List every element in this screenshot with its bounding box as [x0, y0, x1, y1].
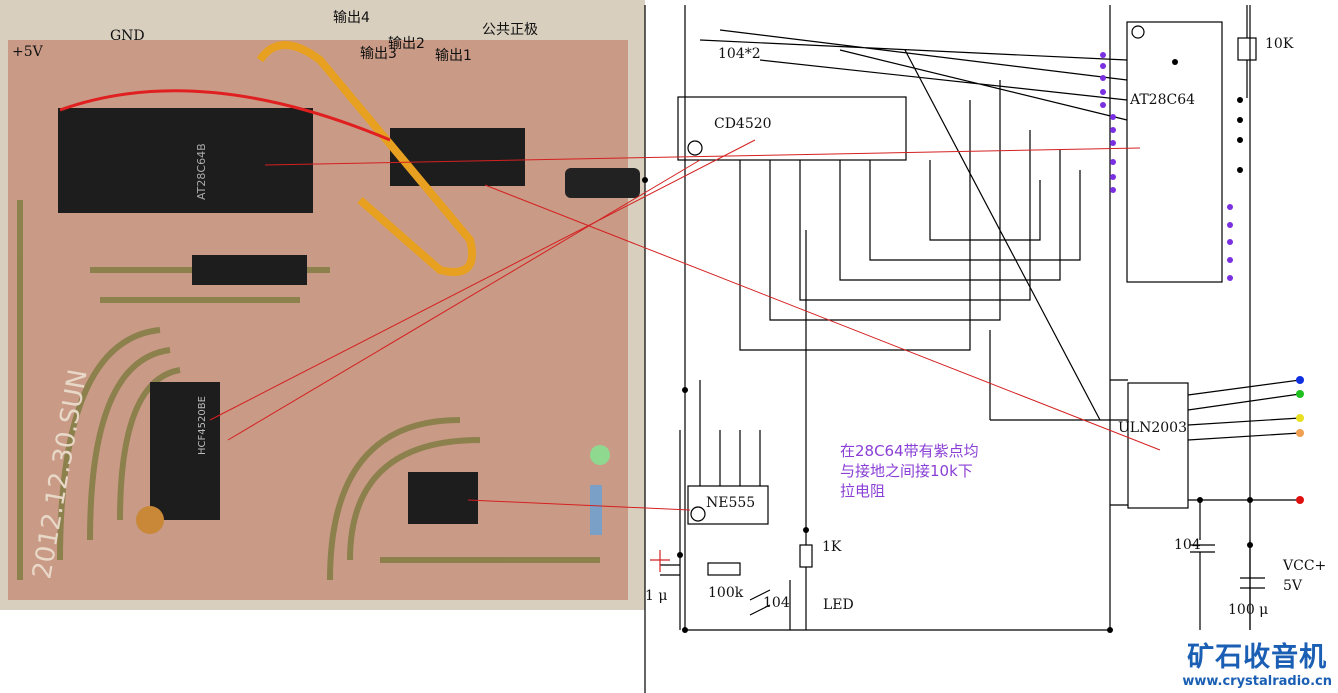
watermark-title: 矿石收音机: [1187, 642, 1328, 673]
cd4520-chip: [390, 128, 525, 186]
led: [590, 445, 610, 465]
label-cap-104-b: 104: [1174, 537, 1201, 553]
label-out1: 输出1: [435, 48, 472, 64]
watermark-url: www.crystalradio.cn: [1182, 674, 1332, 689]
label-cap-100u: 100 μ: [1228, 602, 1268, 618]
watermark-logo: 矿石收音机 www.crystalradio.cn: [1182, 635, 1332, 689]
label-cap-104x2: 104*2: [718, 46, 761, 62]
note-line: 在28C64带有紫点均: [840, 442, 979, 460]
pcb-photo: AT28C64B HCF4520BE 2012.12.30.SUN +5V GN…: [0, 0, 645, 610]
label-out4: 输出4: [333, 10, 370, 26]
note-line: 拉电阻: [840, 482, 885, 500]
note-line: 与接地之间接10k下: [840, 462, 973, 480]
label-cap-104-a: 104: [763, 595, 790, 611]
ceramic-cap: [136, 506, 164, 534]
capacitor: [565, 168, 640, 198]
label-gnd: GND: [110, 28, 145, 44]
label-common-positive: 公共正极: [482, 22, 538, 38]
resistor-network: [192, 255, 307, 285]
output-dots: [1296, 376, 1304, 504]
uln2003-box: [1127, 382, 1189, 509]
label-uln2003: ULN2003: [1118, 420, 1187, 436]
label-res-1k: 1K: [822, 539, 842, 555]
label-out2: 输出2: [388, 36, 425, 52]
chip-marking: AT28C64B: [195, 143, 208, 200]
label-res-100k: 100k: [708, 585, 744, 601]
label-ne555: NE555: [706, 495, 755, 511]
label-out3: 输出3: [360, 46, 397, 62]
label-vcc: VCC+: [1282, 558, 1326, 574]
cd4520-box: [677, 96, 907, 161]
at28c64-chip: [58, 108, 313, 213]
hcf4520-chip: [150, 382, 220, 520]
label-cd4520: CD4520: [714, 116, 772, 132]
schematic: 104*2 CD4520 AT28C64 10K ULN2003 NE555 1…: [642, 5, 1326, 693]
label-led: LED: [823, 597, 854, 613]
ne555-chip: [408, 472, 478, 524]
label-cap-1u: 1 μ: [645, 588, 667, 604]
label-plus5v: +5V: [12, 44, 44, 60]
label-vcc-5v: 5V: [1283, 578, 1303, 594]
label-res-10k: 10K: [1265, 36, 1294, 52]
chip-marking: HCF4520BE: [197, 396, 208, 455]
resistor: [590, 485, 602, 535]
label-at28c64: AT28C64: [1129, 92, 1195, 108]
purple-dots: [1100, 52, 1233, 281]
